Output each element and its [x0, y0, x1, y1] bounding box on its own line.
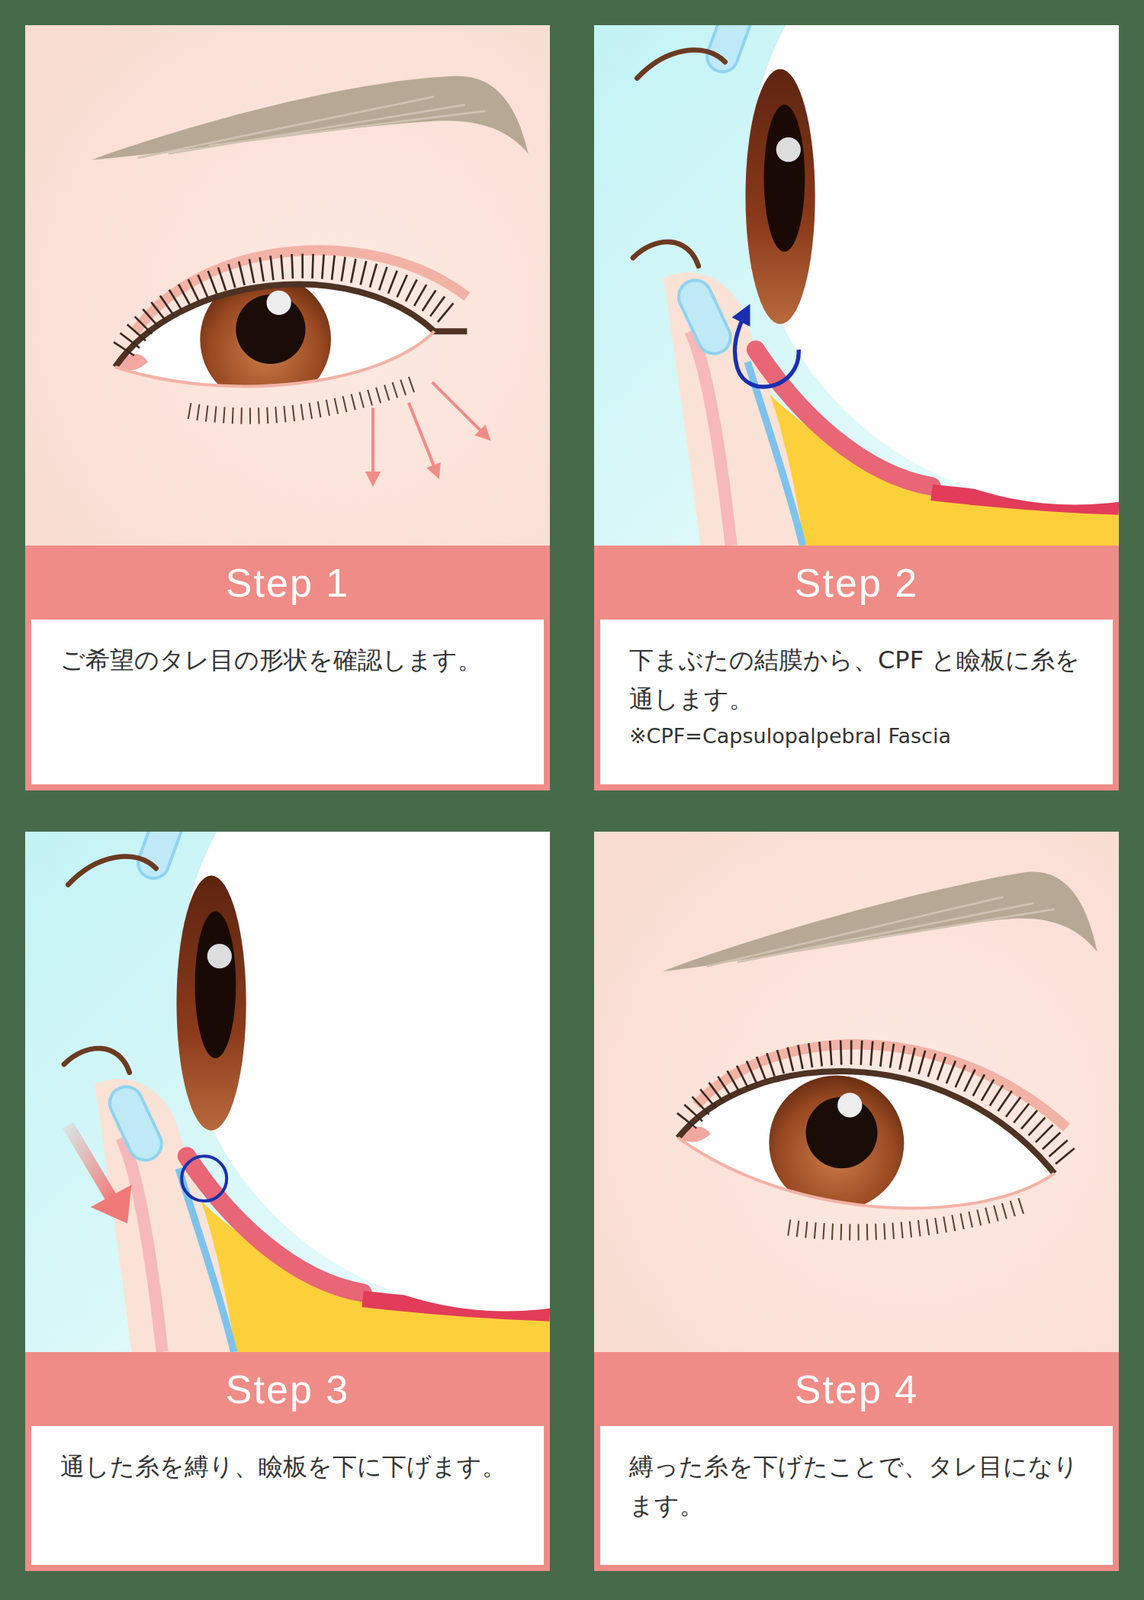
description-box: 縛った糸を下げたことで、タレ目になります。: [600, 1425, 1113, 1565]
description-text: 縛った糸を下げたことで、タレ目になります。: [629, 1446, 1084, 1525]
eye-drawing: [25, 25, 550, 546]
eye-illustration: [25, 25, 550, 546]
knot-circle: [181, 1155, 227, 1201]
description-box: ご希望のタレ目の形状を確認します。: [31, 619, 544, 785]
step-panel: Step 4 縛った糸を下げたことで、タレ目になります。: [594, 831, 1119, 1571]
description-box: 下まぶたの結膜から、CPF と瞼板に糸を通します。※CPF=Capsulopal…: [600, 619, 1113, 785]
step-panel: Step 1 ご希望のタレ目の形状を確認します。: [25, 25, 550, 791]
step-heading: Step 1: [25, 545, 550, 620]
step-panel: Step 3 通した糸を縛り、瞼板を下に下げます。: [25, 831, 550, 1571]
description-text: 下まぶたの結膜から、CPF と瞼板に糸を通します。: [629, 640, 1084, 719]
thread-arrow: [734, 312, 799, 387]
description-text: 通した糸を縛り、瞼板を下に下げます。: [60, 1446, 515, 1486]
step-heading: Step 4: [594, 1351, 1119, 1426]
step-footer: Step 4 縛った糸を下げたことで、タレ目になります。: [594, 1351, 1119, 1571]
footnote-text: ※CPF=Capsulopalpebral Fascia: [629, 721, 1084, 751]
down-arrow: [67, 1124, 132, 1223]
cross-section-illustration: [25, 831, 550, 1352]
step-footer: Step 3 通した糸を縛り、瞼板を下に下げます。: [25, 1351, 550, 1571]
step-panel: Step 2下まぶたの結膜から、CPF と瞼板に糸を通します。※CPF=Caps…: [594, 25, 1119, 791]
cross-section-illustration: [594, 25, 1119, 546]
description-box: 通した糸を縛り、瞼板を下に下げます。: [31, 1425, 544, 1565]
description-text: ご希望のタレ目の形状を確認します。: [60, 640, 515, 680]
step-footer: Step 1 ご希望のタレ目の形状を確認します。: [25, 545, 550, 791]
step-heading: Step 2: [594, 545, 1119, 620]
step-heading: Step 3: [25, 1351, 550, 1426]
eye-illustration: [594, 831, 1119, 1352]
step-footer: Step 2下まぶたの結膜から、CPF と瞼板に糸を通します。※CPF=Caps…: [594, 545, 1119, 791]
eye-drawing: [594, 831, 1119, 1352]
